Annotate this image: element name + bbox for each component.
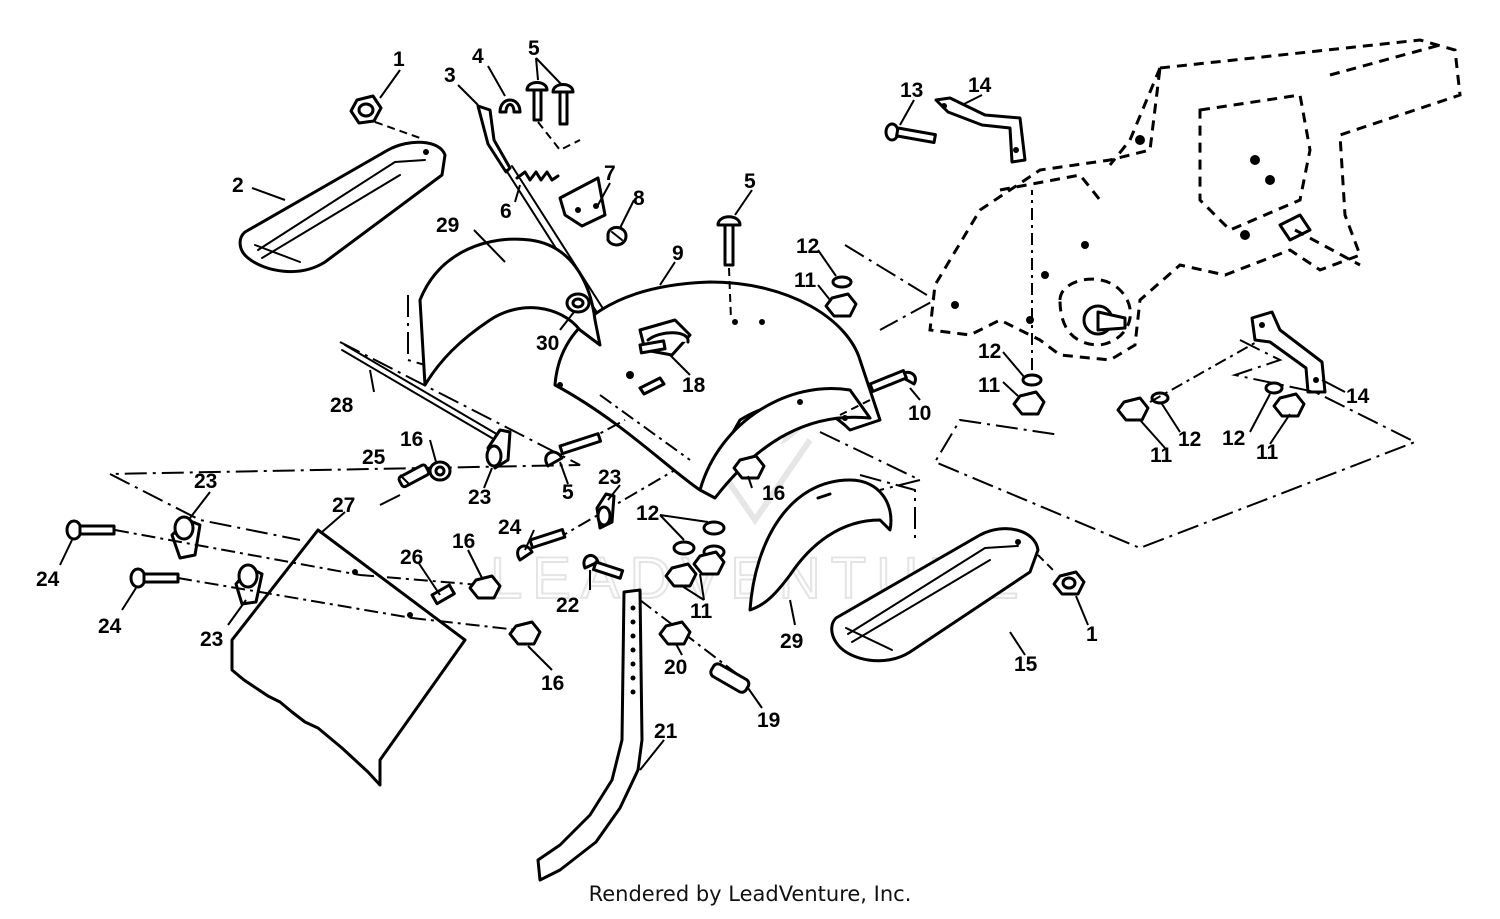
callout-19: 19 — [757, 709, 780, 732]
callout-16-d: 16 — [541, 672, 564, 695]
callout-1-lower: 1 — [1086, 623, 1098, 646]
callout-5-shield: 5 — [744, 170, 756, 193]
part-10-bolt — [868, 369, 917, 393]
part-11-nut-b — [1012, 390, 1046, 416]
callout-numbers: 1 1 2 3 4 5 5 5 6 7 8 9 10 11 11 11 11 1… — [36, 37, 1370, 743]
part-6-spring — [515, 170, 560, 182]
callout-3: 3 — [444, 64, 456, 87]
part-8-lock-washer — [606, 226, 628, 247]
part-23-clamp-left-b — [234, 563, 264, 606]
part-30-bushing — [565, 292, 591, 314]
part-23-clamp-left-a — [170, 515, 202, 560]
part-16-nut-d — [508, 620, 542, 646]
callout-24-a: 24 — [36, 568, 60, 591]
part-14-bracket-upper — [934, 96, 1027, 164]
callout-6: 6 — [500, 200, 512, 223]
callout-16-a: 16 — [400, 428, 423, 451]
callout-12-b: 12 — [978, 340, 1001, 363]
callout-9: 9 — [672, 242, 684, 265]
part-23-bracket-a — [485, 428, 512, 470]
part-11-12-hardware-right — [1116, 381, 1306, 422]
callout-7: 7 — [604, 162, 616, 185]
callout-11-d: 11 — [1256, 441, 1279, 464]
part-20-nut — [658, 620, 692, 646]
callout-16-b: 16 — [762, 482, 785, 505]
callout-23-b: 23 — [468, 486, 491, 509]
callout-5-upper: 5 — [528, 37, 540, 60]
part-19-pin — [709, 662, 751, 694]
part-16-nut-a — [428, 460, 452, 482]
part-15-footrest-pad — [830, 527, 1040, 663]
part-4-hairpin-clip — [498, 98, 522, 114]
callout-11-b: 11 — [978, 374, 1001, 397]
part-11-nut-a — [824, 292, 858, 318]
part-13-bolt — [884, 122, 937, 144]
callout-23-c: 23 — [598, 466, 621, 489]
part-22-bolt — [582, 553, 625, 580]
part-14-bracket-lower — [1250, 310, 1327, 394]
callout-28: 28 — [330, 394, 354, 417]
part-28-rod — [341, 344, 501, 442]
part-23-bracket-b — [595, 492, 616, 530]
callout-12-e: 12 — [636, 502, 659, 525]
callout-2: 2 — [232, 174, 244, 197]
callout-11-c: 11 — [1150, 444, 1173, 467]
part-24-bolt-left-a — [65, 519, 116, 541]
part-2-footrest-pad — [238, 140, 447, 274]
callout-5-lower: 5 — [562, 481, 574, 504]
callout-13: 13 — [900, 79, 923, 102]
part-29-side-plate-right — [748, 474, 916, 612]
part-7-bracket — [558, 176, 607, 228]
part-5-bolt-shield — [716, 215, 742, 267]
callout-leaders — [59, 57, 1346, 771]
callout-24-b: 24 — [98, 615, 122, 638]
part-27-drag-flap — [230, 528, 467, 787]
callout-27: 27 — [332, 494, 355, 517]
part-16-nut-b — [732, 454, 766, 480]
callout-18: 18 — [682, 374, 706, 397]
part-29-side-plate-left — [407, 237, 602, 387]
callout-21: 21 — [654, 720, 678, 743]
callout-16-c: 16 — [452, 530, 475, 553]
callout-26: 26 — [400, 546, 423, 569]
part-24-bolt-left-b — [129, 567, 180, 589]
callout-4: 4 — [472, 45, 484, 68]
part-1-nut-upper — [349, 94, 383, 125]
callout-11-e: 11 — [690, 600, 713, 623]
callout-8: 8 — [633, 187, 645, 210]
callout-15: 15 — [1014, 653, 1038, 676]
callout-29-a: 29 — [436, 214, 459, 237]
pin-clip — [638, 376, 666, 396]
callout-29-b: 29 — [780, 630, 803, 653]
callout-10: 10 — [908, 402, 931, 425]
part-26-hinge-pin — [430, 583, 456, 606]
callout-12-d: 12 — [1222, 427, 1245, 450]
callout-24-c: 24 — [498, 516, 522, 539]
callout-11-a: 11 — [794, 269, 817, 292]
callout-22: 22 — [556, 594, 579, 617]
callout-14-lower: 14 — [1346, 385, 1370, 408]
part-16-nut-c — [468, 574, 502, 600]
callout-14-upper: 14 — [968, 74, 992, 97]
part-12-washer-b — [1021, 373, 1043, 387]
callout-23-a: 23 — [194, 470, 217, 493]
callout-30: 30 — [536, 332, 559, 355]
callout-12-c: 12 — [1178, 428, 1201, 451]
part-5-bolt-lower — [544, 432, 603, 468]
footer-credit: Rendered by LeadVenture, Inc. — [588, 882, 912, 906]
part-21-depth-bar — [536, 588, 644, 882]
callout-25: 25 — [362, 446, 386, 469]
part-1-nut-lower — [1052, 570, 1086, 596]
part-5-carriage-bolts-upper — [525, 81, 575, 126]
callout-20: 20 — [664, 656, 687, 679]
part-12-11-center-stack — [664, 520, 726, 588]
callout-23-d: 23 — [200, 628, 223, 651]
callout-12-a: 12 — [796, 235, 819, 258]
part-24-bolt-center — [516, 527, 567, 562]
part-12-washer-a — [831, 275, 853, 289]
callout-1-upper: 1 — [393, 48, 405, 71]
part-18-bolt-clamp — [638, 318, 692, 357]
tractor-frame-phantom — [928, 38, 1462, 362]
